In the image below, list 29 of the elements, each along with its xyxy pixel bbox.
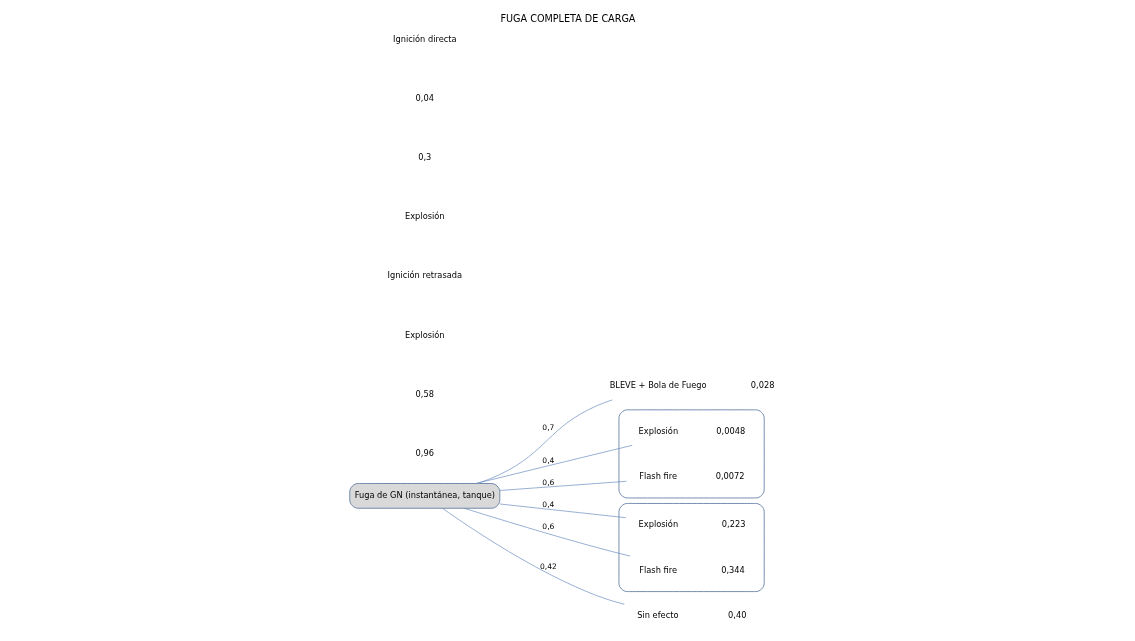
label: Explosión [404, 329, 445, 340]
label: Explosión [404, 211, 445, 222]
cluster [618, 409, 765, 499]
node-box: Fuga de GN (instantánea, tanque) [348, 483, 500, 509]
node-text: Sin efecto [636, 610, 678, 621]
connector [441, 508, 625, 605]
label: 0,04 [415, 92, 434, 103]
node-label: 0,40 [727, 610, 746, 621]
node-text: Flash fire [638, 471, 677, 482]
node-text: Explosión [638, 425, 678, 436]
node-label: 0,0048 [715, 425, 745, 436]
label: Ignición retrasada [387, 270, 462, 281]
node-label: 0,028 [750, 380, 774, 391]
node-text: BLEVE + Bola de Fuego [609, 380, 707, 391]
label: 0,58 [415, 388, 434, 399]
label: 0,3 [417, 151, 431, 162]
node-label: 0,223 [721, 519, 745, 530]
node-text: Explosión [638, 519, 678, 530]
node-label: 0,0072 [715, 471, 745, 482]
node-label: 0,344 [720, 564, 745, 575]
connector [499, 480, 627, 491]
connector [475, 445, 633, 484]
cluster [618, 503, 765, 592]
node-text: Flash fire [638, 564, 677, 575]
connector [499, 503, 626, 519]
diagram-title: FUGA COMPLETA DE CARGA [500, 12, 635, 24]
label: 0,96 [415, 448, 434, 459]
label: Ignición directa [392, 33, 457, 44]
connector [463, 507, 630, 557]
